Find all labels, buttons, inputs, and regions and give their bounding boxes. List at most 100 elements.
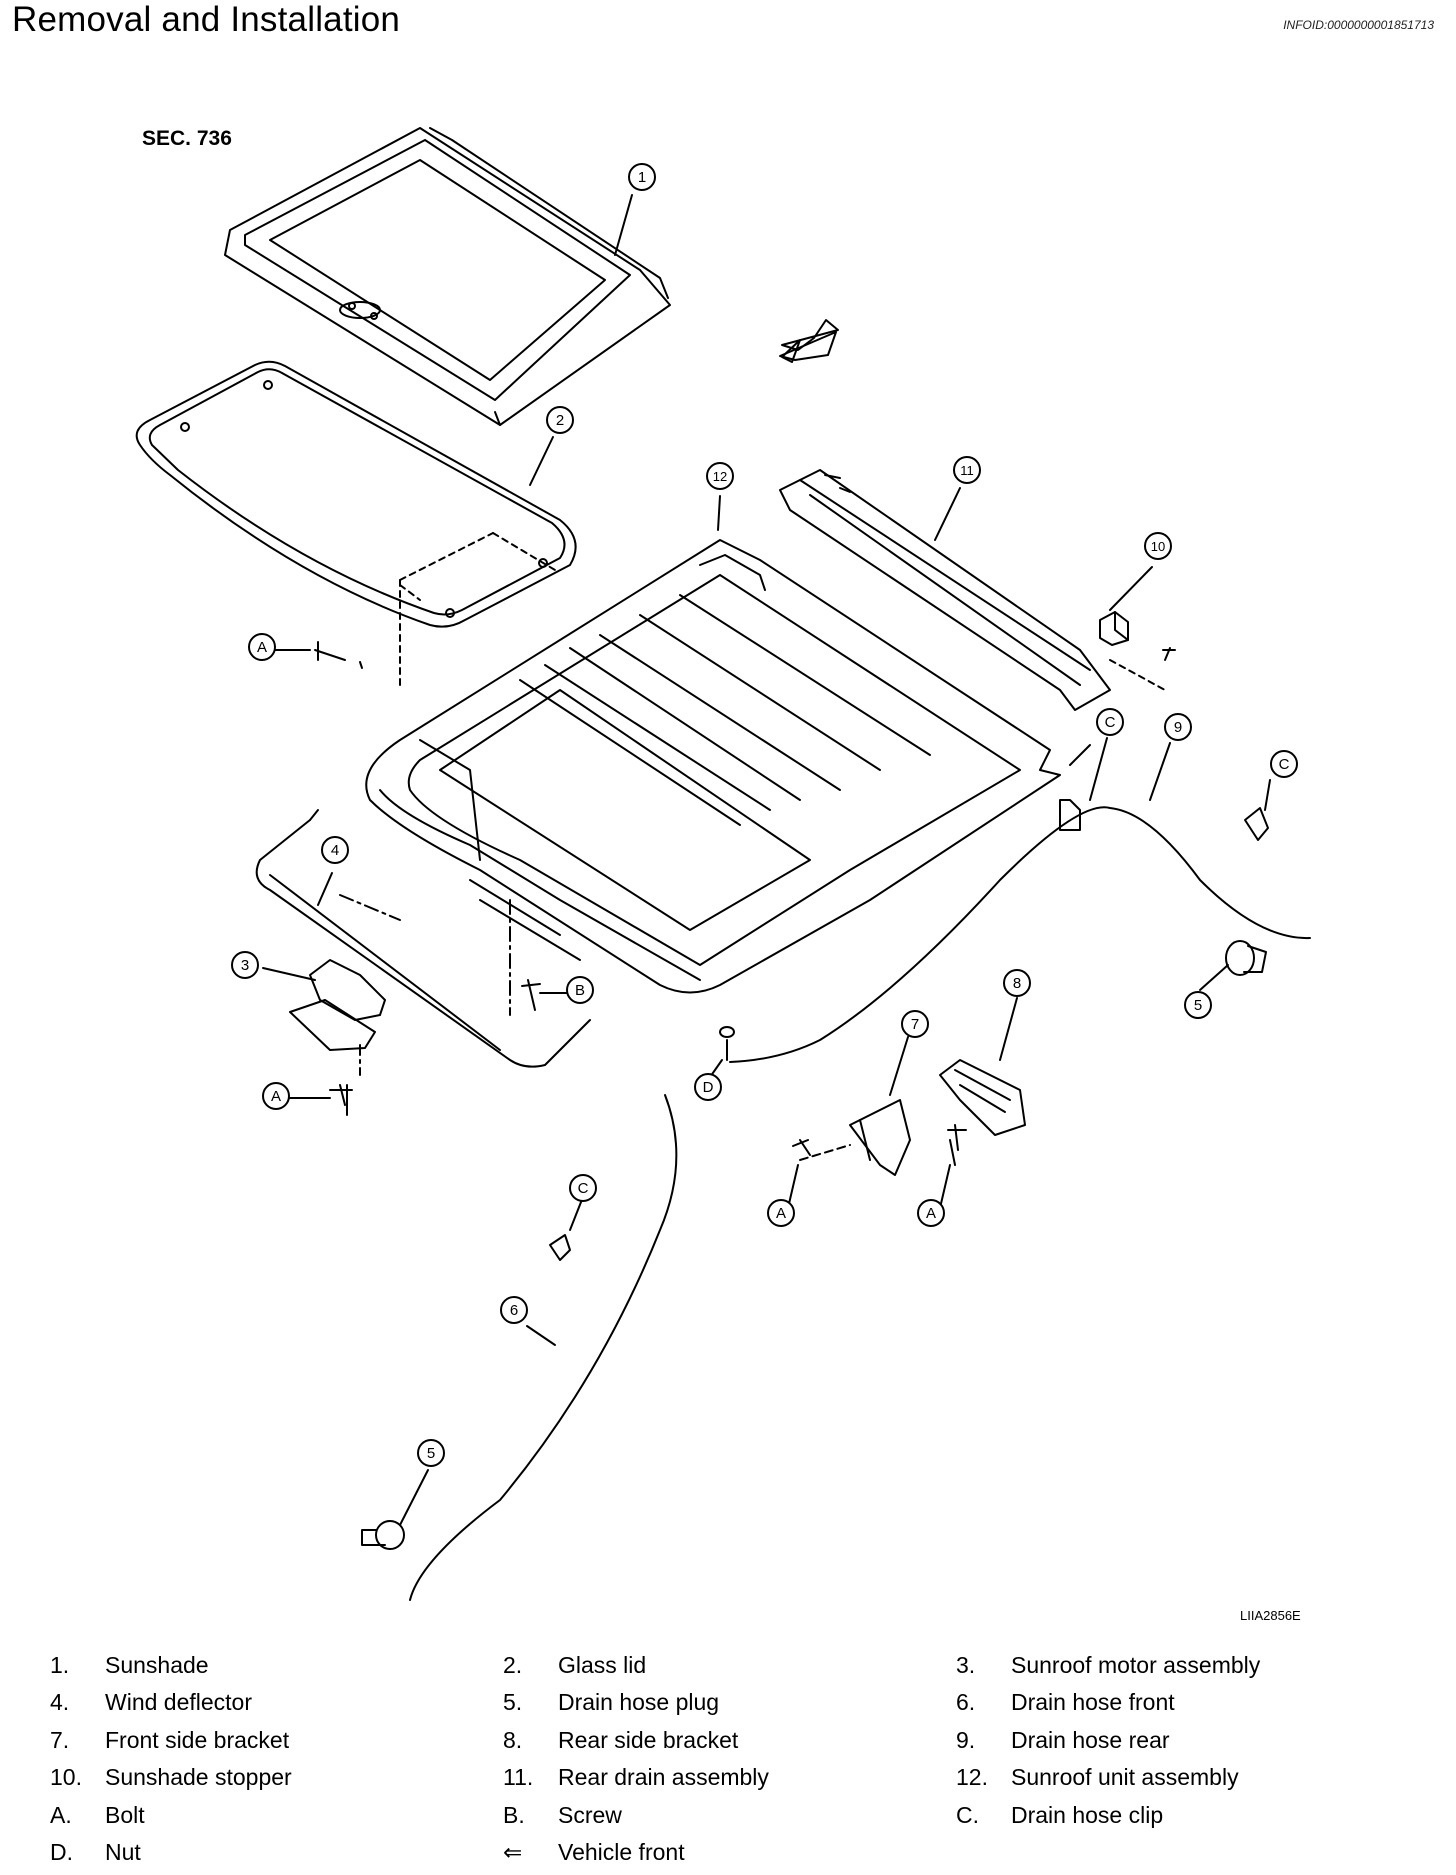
svg-text:A: A (926, 1205, 936, 1222)
callout-10: 10 (1144, 532, 1172, 560)
callout-c-upper: C (1096, 708, 1124, 736)
callout-a-motor: A (262, 1082, 290, 1110)
legend-label: Wind deflector (105, 1689, 253, 1715)
legend-label: Drain hose plug (558, 1689, 720, 1715)
callout-2: 2 (546, 406, 574, 434)
legend-label: Bolt (105, 1802, 145, 1828)
legend-label: Front side bracket (105, 1727, 290, 1753)
legend-label: Glass lid (558, 1652, 647, 1678)
callout-a-top: A (248, 633, 276, 661)
info-id: INFOID:0000000001851713 (1283, 18, 1434, 32)
legend-number: 12. (956, 1764, 988, 1790)
legend-number: 3. (956, 1652, 976, 1678)
nut-part (719, 1026, 735, 1061)
callout-6: 6 (500, 1296, 528, 1324)
svg-text:10: 10 (1151, 539, 1165, 554)
bolt-part (314, 641, 956, 1166)
callout-a-front-bracket: A (767, 1199, 795, 1227)
legend-label: Rear side bracket (558, 1727, 739, 1753)
svg-text:D: D (703, 1079, 714, 1096)
page-title: Removal and Installation (12, 0, 401, 39)
svg-text:A: A (776, 1205, 786, 1222)
legend-label: Sunroof motor assembly (1011, 1652, 1261, 1678)
sunroof-motor-part (289, 959, 386, 1106)
callout-11: 11 (953, 456, 981, 484)
callout-d: D (694, 1073, 722, 1101)
legend-label: Sunroof unit assembly (1011, 1764, 1239, 1790)
drain-hose-plug-part (1225, 940, 1267, 976)
svg-text:3: 3 (241, 957, 249, 974)
callout-9: 9 (1164, 713, 1192, 741)
legend-number: 10. (50, 1764, 82, 1790)
callout-a-rear-bracket: A (917, 1199, 945, 1227)
glass-lid-part (135, 360, 577, 691)
legend-row: D. Nut ⇐ Vehicle front (0, 1839, 1456, 1875)
vehicle-front-arrow-icon (779, 319, 839, 363)
legend-label: Rear drain assembly (558, 1764, 769, 1790)
svg-text:2: 2 (556, 412, 564, 429)
callout-1: 1 (628, 163, 656, 191)
callout-3: 3 (231, 951, 259, 979)
sunroof-unit-part (365, 539, 1061, 994)
legend-label: Sunshade stopper (105, 1764, 292, 1790)
legend-row: 1.Sunshade 2.Glass lid 3.Sunroof motor a… (0, 1652, 1456, 1688)
legend-label: Drain hose front (1011, 1689, 1175, 1715)
drain-hose-front-part (409, 1094, 678, 1601)
wind-deflector-part (255, 809, 591, 1068)
legend-label: Vehicle front (558, 1839, 685, 1865)
screw-part (521, 979, 541, 1011)
legend-number: 5. (503, 1689, 523, 1715)
legend-label: Nut (105, 1839, 141, 1865)
svg-text:5: 5 (427, 1445, 435, 1462)
svg-text:8: 8 (1013, 975, 1021, 992)
legend-number: 9. (956, 1727, 976, 1753)
legend-number: A. (50, 1802, 72, 1828)
rear-side-bracket-part (939, 1059, 1026, 1151)
legend-number: B. (503, 1802, 525, 1828)
legend-label: Drain hose rear (1011, 1727, 1170, 1753)
legend-number: 11. (503, 1764, 534, 1790)
front-side-bracket-part (799, 1099, 911, 1176)
callout-7: 7 (901, 1010, 929, 1038)
figure-code: LIIA2856E (1240, 1608, 1301, 1623)
rear-drain-assembly-part (779, 469, 1111, 711)
svg-text:C: C (578, 1180, 589, 1197)
drain-hose-clip-part (549, 1234, 571, 1261)
legend-label: Sunshade (105, 1652, 209, 1678)
callout-12: 12 (706, 462, 734, 490)
svg-text:9: 9 (1174, 719, 1182, 736)
svg-text:5: 5 (1194, 997, 1202, 1014)
legend-number: D. (50, 1839, 73, 1865)
legend-row: 10. Sunshade stopper 11. Rear drain assemb… (0, 1764, 1456, 1800)
callout-b: B (566, 976, 594, 1004)
svg-text:4: 4 (331, 842, 339, 859)
legend-row: A. Bolt B. Screw C. Drain hose clip (0, 1802, 1456, 1838)
svg-text:A: A (257, 639, 267, 656)
callout-8: 8 (1003, 969, 1031, 997)
drain-hose-clip-part (1244, 807, 1269, 841)
callout-c-right: C (1270, 750, 1298, 778)
svg-text:1: 1 (638, 169, 646, 186)
section-label: SEC. 736 (142, 127, 232, 150)
svg-text:7: 7 (911, 1016, 919, 1033)
callout-c-lower: C (569, 1174, 597, 1202)
callout-5-lower: 5 (417, 1439, 445, 1467)
legend-label: Drain hose clip (1011, 1802, 1164, 1828)
legend-number: 8. (503, 1727, 523, 1753)
legend-number: 6. (956, 1689, 976, 1715)
callout-5-upper: 5 (1184, 991, 1212, 1019)
drain-hose-clip-part (1059, 744, 1091, 831)
legend-number: 7. (50, 1727, 70, 1753)
legend-number: 1. (50, 1652, 70, 1678)
exploded-diagram: 1 2 12 11 10 C 9 C A 4 3 B 8 5 7 D A C A… (135, 127, 1311, 1601)
arrow-left-icon: ⇐ (503, 1839, 523, 1865)
legend-number: C. (956, 1802, 979, 1828)
svg-text:6: 6 (510, 1302, 518, 1319)
svg-text:A: A (271, 1088, 281, 1105)
legend-row: 7. Front side bracket 8. Rear side bracket… (0, 1727, 1456, 1763)
sunshade-stopper-part (1099, 611, 1176, 691)
svg-text:C: C (1105, 714, 1116, 731)
svg-text:C: C (1279, 756, 1290, 773)
svg-text:B: B (575, 982, 585, 999)
legend-label: Screw (558, 1802, 622, 1828)
